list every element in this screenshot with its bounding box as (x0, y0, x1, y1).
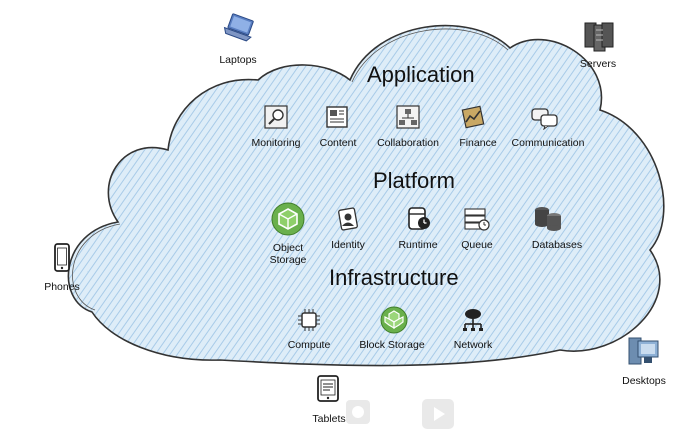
cloud-shape (67, 24, 665, 367)
finance-chart-icon (461, 105, 485, 129)
laptops-label: Laptops (219, 54, 257, 66)
database-cylinders-icon (535, 207, 561, 231)
speech-bubbles-icon (531, 108, 558, 130)
tablets-label: Tablets (312, 413, 346, 425)
runtime-label: Runtime (398, 239, 438, 251)
server-rack-icon (584, 22, 614, 52)
content-label: Content (319, 137, 357, 149)
network-tree-icon (463, 309, 483, 331)
org-chart-icon (396, 105, 420, 129)
communication-label: Communication (511, 137, 585, 149)
servers-label: Servers (579, 58, 617, 70)
queue-stack-icon (464, 208, 490, 231)
queue-label: Queue (461, 239, 493, 251)
identity-label: Identity (331, 239, 365, 251)
object-storage-label-line2: Storage (269, 254, 307, 266)
object-storage-label-line1: Object (272, 242, 304, 254)
platform-title: Platform (373, 168, 455, 193)
server-clock-icon (408, 207, 430, 230)
play-icon (422, 399, 454, 429)
tablet-icon (317, 375, 339, 402)
collaboration-label: Collaboration (377, 137, 439, 149)
monitoring-label: Monitoring (251, 137, 301, 149)
compute-label: Compute (287, 339, 331, 351)
desktops-label: Desktops (622, 375, 666, 387)
phones-label: Phones (44, 281, 80, 293)
databases-label: Databases (531, 239, 583, 251)
block-storage-label: Block Storage (359, 339, 425, 351)
newspaper-icon (326, 106, 348, 128)
infrastructure-title: Infrastructure (329, 265, 459, 290)
object-storage-label: Object Storage (256, 242, 320, 266)
id-card-icon (338, 207, 358, 231)
faint-square-icon (346, 400, 370, 424)
green-blocks-icon (380, 306, 408, 334)
phone-icon (54, 243, 70, 272)
laptop-icon (223, 13, 254, 42)
finance-label: Finance (459, 137, 497, 149)
application-title: Application (367, 62, 475, 87)
cpu-chip-icon (298, 309, 320, 331)
network-label: Network (453, 339, 493, 351)
magnifier-icon (264, 105, 288, 129)
desktop-icon (628, 337, 659, 365)
green-cube-icon (271, 202, 305, 236)
